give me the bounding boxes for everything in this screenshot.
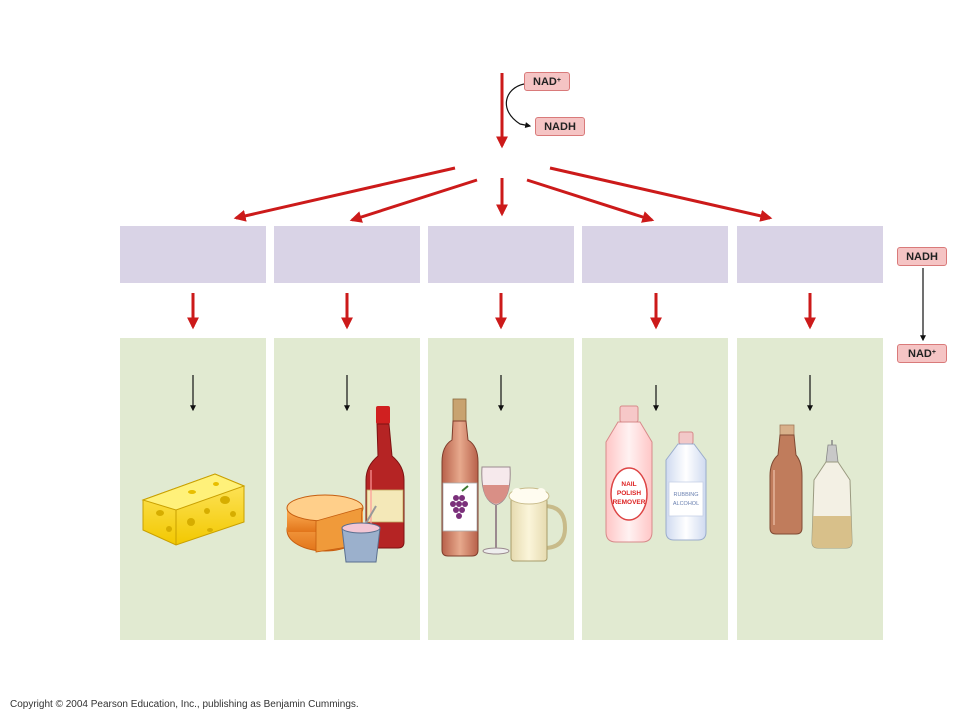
yogurt-cup-icon (341, 505, 381, 563)
nadh-tag-right: NADH (897, 247, 947, 266)
nad-plus-tag-top: NAD+ (524, 72, 570, 91)
vinegar-bottle-icon (769, 424, 803, 535)
swiss-cheese-icon (141, 473, 246, 546)
step-arrows (187, 293, 816, 330)
nail-polish-remover-icon: NAIL POLISH REMOVER (605, 405, 653, 543)
oil-cruet-icon (811, 440, 853, 549)
rubbing-label-line-2: ALCOHOL (673, 501, 699, 507)
rubbing-label-line-1: RUBBING (673, 492, 698, 498)
nad-reduction-curve (505, 83, 532, 129)
nail-label-line-2: POLISH (617, 490, 642, 497)
nad-plus-tag-right: NAD+ (897, 344, 947, 363)
nadh-tag-top: NADH (535, 117, 585, 136)
pathway-box-2 (274, 226, 420, 283)
nail-label-line-3: REMOVER (613, 499, 646, 506)
pathway-box-3 (428, 226, 574, 283)
pathway-box-4 (582, 226, 728, 283)
nail-label-line-1: NAIL (621, 481, 636, 488)
copyright-notice: Copyright © 2004 Pearson Education, Inc.… (10, 699, 359, 710)
beer-mug-icon (508, 487, 568, 562)
wine-glass-icon (481, 466, 511, 555)
diverging-arrows (233, 166, 773, 223)
pathway-box-5 (737, 226, 883, 283)
wine-bottle-icon (441, 398, 479, 557)
pathway-box-1 (120, 226, 266, 283)
hot-sauce-bottle-icon (365, 406, 405, 549)
rubbing-alcohol-icon: RUBBING ALCOHOL (665, 431, 707, 541)
product-arrows (190, 375, 813, 412)
